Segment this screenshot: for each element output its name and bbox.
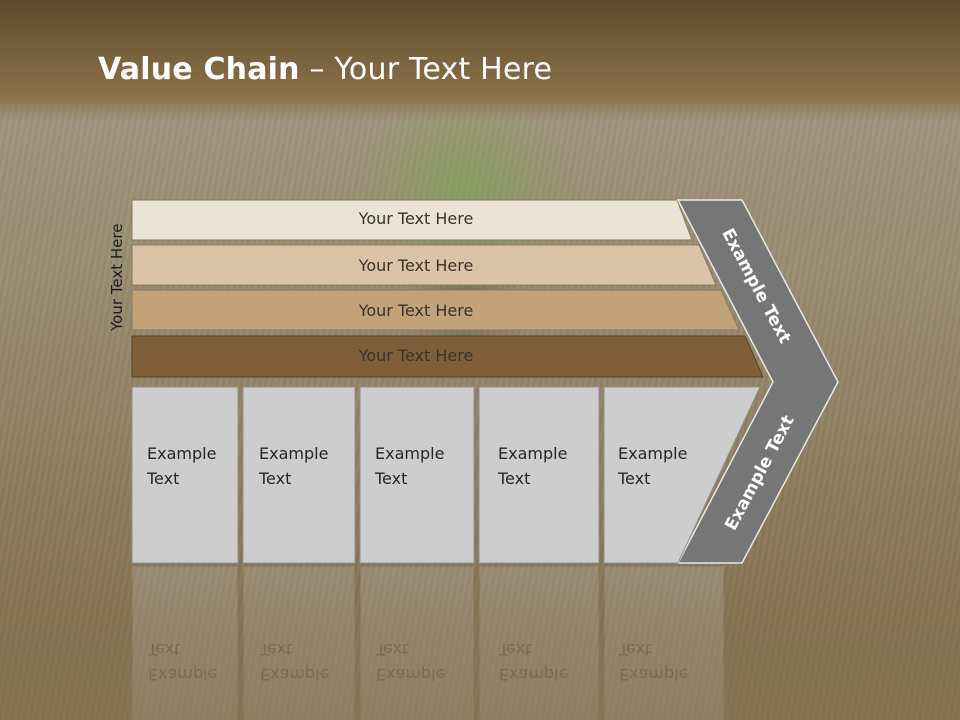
- bar-3-label: Your Text Here: [358, 301, 474, 320]
- cell-5-line1: Example: [618, 444, 688, 463]
- bar-4-label: Your Text Here: [358, 346, 474, 365]
- cell-4-line2: Text: [498, 469, 531, 488]
- cell-3-line1: Example: [375, 444, 445, 463]
- cell-2-line2: Text: [259, 469, 292, 488]
- slide-title: Value Chain – Your Text Here: [98, 52, 552, 87]
- title-bold: Value Chain: [98, 52, 300, 87]
- cell-5-line2: Text: [618, 469, 651, 488]
- cell-3[interactable]: [359, 386, 475, 564]
- bar-2-label: Your Text Here: [358, 256, 474, 275]
- cell-2[interactable]: [242, 386, 356, 564]
- bar-3[interactable]: [131, 289, 740, 331]
- bar-1[interactable]: [131, 199, 693, 241]
- bar-4[interactable]: [131, 335, 764, 378]
- cell-4-line1: Example: [498, 444, 568, 463]
- title-band: [0, 0, 960, 120]
- title-rest: – Your Text Here: [299, 52, 553, 87]
- cell-1-line1: Example: [147, 444, 217, 463]
- bar-1-label: Your Text Here: [358, 209, 474, 228]
- cell-4[interactable]: [478, 386, 600, 564]
- bar-2[interactable]: [131, 244, 717, 286]
- cell-1-line2: Text: [147, 469, 180, 488]
- cell-2-line1: Example: [259, 444, 329, 463]
- cell-3-line2: Text: [375, 469, 408, 488]
